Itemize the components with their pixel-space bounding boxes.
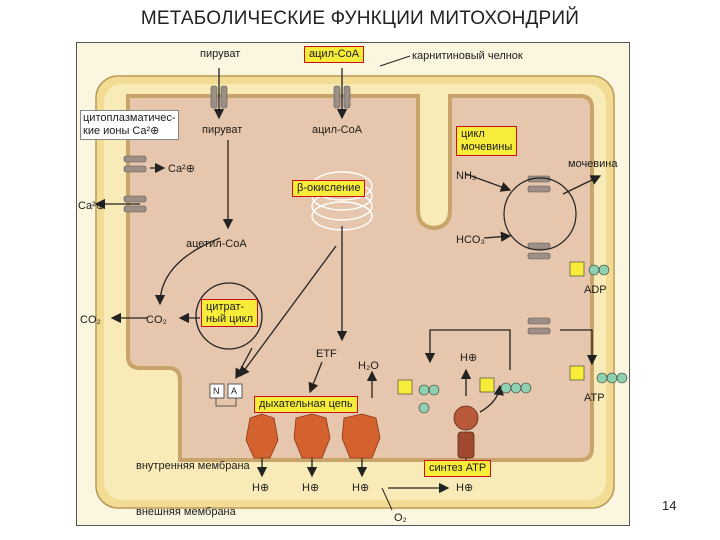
beta-oxidation-box: β-окисление xyxy=(292,180,366,197)
cytoplasmic-ca-line2: кие ионы Ca²⊕ xyxy=(83,125,160,137)
urea-cycle-circle xyxy=(503,177,577,251)
co2-inside-label: CO₂ xyxy=(146,314,167,326)
pyruvate-outside-label: пируват xyxy=(200,48,241,60)
page-number: 14 xyxy=(662,498,677,513)
h-plus-2: H⊕ xyxy=(302,482,320,494)
co2-outside-label: CO₂ xyxy=(80,314,101,326)
h-plus-matrix-label: H⊕ xyxy=(460,352,478,364)
inner-membrane-label: внутренняя мембрана xyxy=(136,460,250,472)
nad-a-label: A xyxy=(231,386,238,396)
h-plus-3: H⊕ xyxy=(352,482,370,494)
nh3-label: NH₃ xyxy=(456,170,477,182)
cytoplasmic-ca-line1: цитоплазматичес- xyxy=(83,112,176,124)
h2o-label: H₂O xyxy=(358,360,379,372)
carnitine-shuttle-label: карнитиновый челнок xyxy=(412,50,523,62)
atp-synthesis-box: синтез ATP xyxy=(424,460,492,477)
urea-label: мочевина xyxy=(568,158,618,170)
citrate-cycle-box: цитрат- ный цикл xyxy=(201,299,258,327)
outer-membrane-label: внешняя мембрана xyxy=(136,506,236,518)
atp-label: ATP xyxy=(584,392,605,404)
o2-label: O₂ xyxy=(394,512,407,524)
acyl-coa-inside-label: ацил-СоА xyxy=(312,124,363,136)
respiratory-chain-box: дыхательная цепь xyxy=(254,396,358,413)
hco3-label: HCO₃ xyxy=(456,234,485,246)
urea-cycle-box: цикл мочевины xyxy=(456,126,518,156)
h-plus-1: H⊕ xyxy=(252,482,270,494)
acyl-coa-outside-box: ацил-СоА xyxy=(304,46,365,63)
h-plus-4: H⊕ xyxy=(456,482,474,494)
acetyl-coa-label: ацетил-СоА xyxy=(186,238,247,250)
respiratory-proteins xyxy=(245,413,381,459)
atp-synthase xyxy=(453,405,479,459)
urea-cycle-line1: цикл xyxy=(461,128,485,140)
pyruvate-inside-label: пируват xyxy=(202,124,243,136)
nucleotide-icons xyxy=(397,261,628,414)
citrate-cycle-line1: цитрат- xyxy=(206,301,245,313)
nad-molecule xyxy=(209,383,243,407)
membrane-channels xyxy=(123,85,551,335)
inner-matrix xyxy=(126,94,594,462)
citrate-cycle-line2: ный цикл xyxy=(206,313,253,325)
etf-label: ETF xyxy=(316,348,337,360)
urea-cycle-line2: мочевины xyxy=(461,141,513,153)
ca-inside-label: Ca²⊕ xyxy=(168,163,195,175)
cytoplasmic-ca-label: цитоплазматичес- кие ионы Ca²⊕ xyxy=(80,110,179,140)
adp-label: ADP xyxy=(584,284,607,296)
nad-n-label: N xyxy=(213,386,220,396)
ca-outside-label: Ca²⊕ xyxy=(78,200,105,212)
slide-title: МЕТАБОЛИЧЕСКИЕ ФУНКЦИИ МИТОХОНДРИЙ xyxy=(140,8,580,29)
